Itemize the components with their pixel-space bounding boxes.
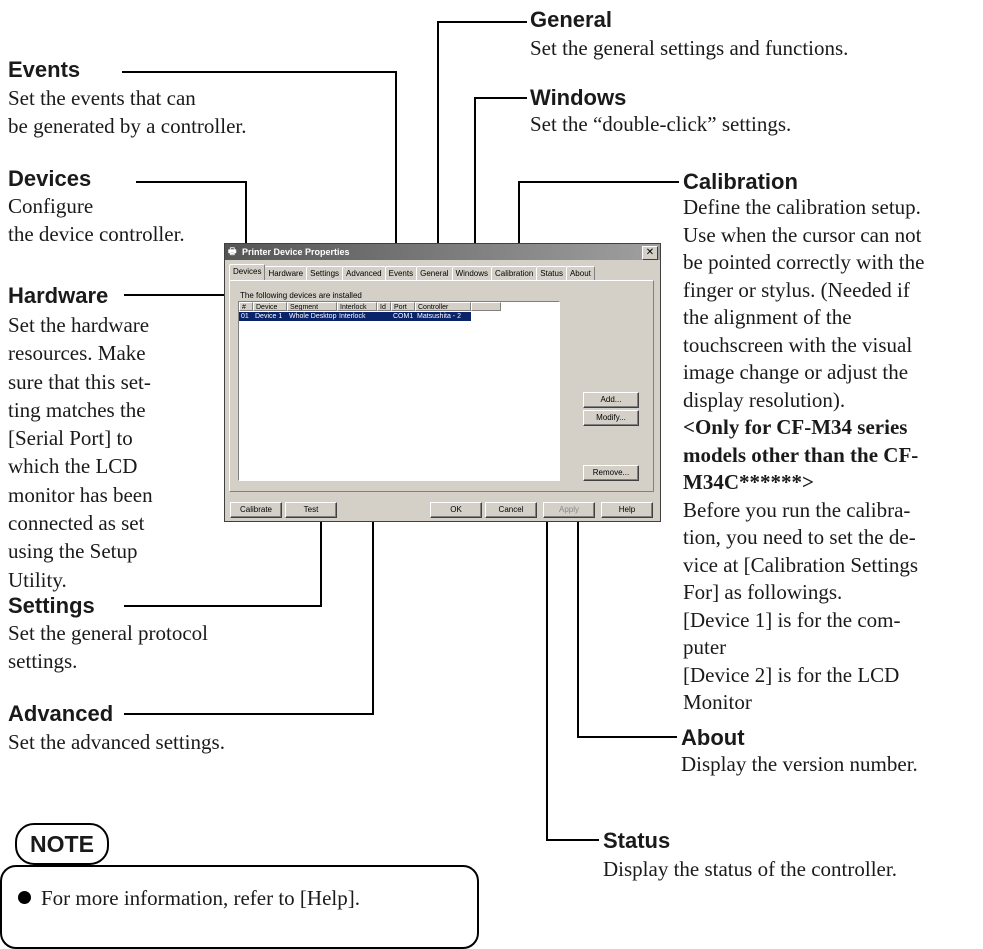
table-cell: 01 bbox=[241, 313, 249, 320]
remove-button[interactable]: Remove... bbox=[583, 465, 639, 481]
device-properties-dialog: 🖶 Printer Device Properties ✕ Devices Ha… bbox=[224, 243, 661, 522]
table-cell: Whole Desktop bbox=[289, 313, 337, 320]
tab-calibration[interactable]: Calibration bbox=[491, 266, 538, 280]
general-leader-line bbox=[437, 21, 527, 268]
column-header bbox=[471, 302, 501, 311]
note-text: For more information, refer to [Help]. bbox=[18, 885, 360, 911]
tab-advanced[interactable]: Advanced bbox=[342, 266, 386, 280]
dialog-titlebar: 🖶 Printer Device Properties ✕ bbox=[225, 244, 660, 260]
settings-heading: Settings bbox=[8, 593, 95, 618]
tab-status[interactable]: Status bbox=[536, 266, 567, 280]
tab-windows[interactable]: Windows bbox=[451, 266, 493, 280]
calibrate-button[interactable]: Calibrate bbox=[230, 502, 282, 518]
about-description: Display the version number. bbox=[681, 752, 918, 776]
about-heading: About bbox=[681, 725, 745, 750]
apply-button[interactable]: Apply bbox=[543, 502, 595, 518]
advanced-description: Set the advanced settings. bbox=[8, 730, 225, 754]
tab-devices[interactable]: Devices bbox=[229, 264, 266, 280]
calibration-description: Define the calibration setup. Use when t… bbox=[683, 195, 925, 714]
tab-settings[interactable]: Settings bbox=[306, 266, 344, 280]
calibration-heading: Calibration bbox=[683, 169, 798, 194]
column-header[interactable]: Device bbox=[253, 302, 287, 311]
devices-list-caption: The following devices are installed bbox=[240, 291, 362, 300]
modify-button[interactable]: Modify... bbox=[583, 410, 639, 426]
add-button[interactable]: Add... bbox=[583, 392, 639, 408]
devices-tab-panel: The following devices are installed # De… bbox=[229, 280, 654, 492]
table-cell bbox=[377, 312, 391, 321]
devices-heading: Devices bbox=[8, 166, 92, 191]
cancel-button[interactable]: Cancel bbox=[485, 502, 537, 518]
column-header[interactable]: Controller bbox=[415, 302, 471, 311]
printer-icon: 🖶 bbox=[228, 246, 237, 256]
devices-list-header: # Device Segment Interlock Id Port Contr… bbox=[239, 302, 501, 312]
table-cell: COM1 bbox=[393, 313, 414, 320]
table-row[interactable]: 01 Device 1 Whole Desktop Interlock COM1… bbox=[239, 312, 471, 321]
tab-hardware[interactable]: Hardware bbox=[264, 266, 308, 280]
table-cell: Device 1 bbox=[255, 313, 283, 320]
help-button[interactable]: Help bbox=[601, 502, 653, 518]
test-button[interactable]: Test bbox=[285, 502, 337, 518]
note-tag: NOTE bbox=[15, 823, 109, 865]
table-cell: Matsushita - 2 bbox=[417, 313, 461, 320]
general-description: Set the general settings and functions. bbox=[530, 36, 849, 60]
windows-heading: Windows bbox=[530, 85, 627, 110]
devices-list[interactable]: # Device Segment Interlock Id Port Contr… bbox=[238, 301, 560, 481]
advanced-heading: Advanced bbox=[8, 701, 114, 726]
column-header[interactable]: # bbox=[239, 302, 253, 311]
column-header[interactable]: Port bbox=[391, 302, 415, 311]
settings-description: Set the general protocol settings. bbox=[8, 621, 209, 673]
windows-description: Set the “double-click” settings. bbox=[530, 112, 792, 136]
general-heading: General bbox=[530, 7, 612, 32]
tab-general[interactable]: General bbox=[416, 266, 453, 280]
tab-strip: Devices Hardware Settings Advanced Event… bbox=[229, 264, 595, 280]
status-description: Display the status of the controller. bbox=[603, 857, 897, 881]
tab-events[interactable]: Events bbox=[384, 266, 418, 280]
events-heading: Events bbox=[8, 57, 81, 82]
column-header[interactable]: Segment bbox=[287, 302, 337, 311]
column-header[interactable]: Id bbox=[377, 302, 391, 311]
close-button[interactable]: ✕ bbox=[642, 246, 658, 260]
hardware-heading: Hardware bbox=[8, 283, 109, 308]
dialog-title: Printer Device Properties bbox=[242, 247, 350, 257]
table-cell: Interlock bbox=[339, 313, 366, 320]
events-description: Set the events that can be generated by … bbox=[8, 86, 247, 138]
tab-about[interactable]: About bbox=[565, 266, 595, 280]
status-heading: Status bbox=[603, 828, 671, 853]
bullet-icon bbox=[18, 891, 31, 904]
ok-button[interactable]: OK bbox=[430, 502, 482, 518]
hardware-description: Set the hardware resources. Make sure th… bbox=[8, 313, 153, 592]
devices-description: Configure the device controller. bbox=[8, 194, 185, 246]
column-header[interactable]: Interlock bbox=[337, 302, 377, 311]
